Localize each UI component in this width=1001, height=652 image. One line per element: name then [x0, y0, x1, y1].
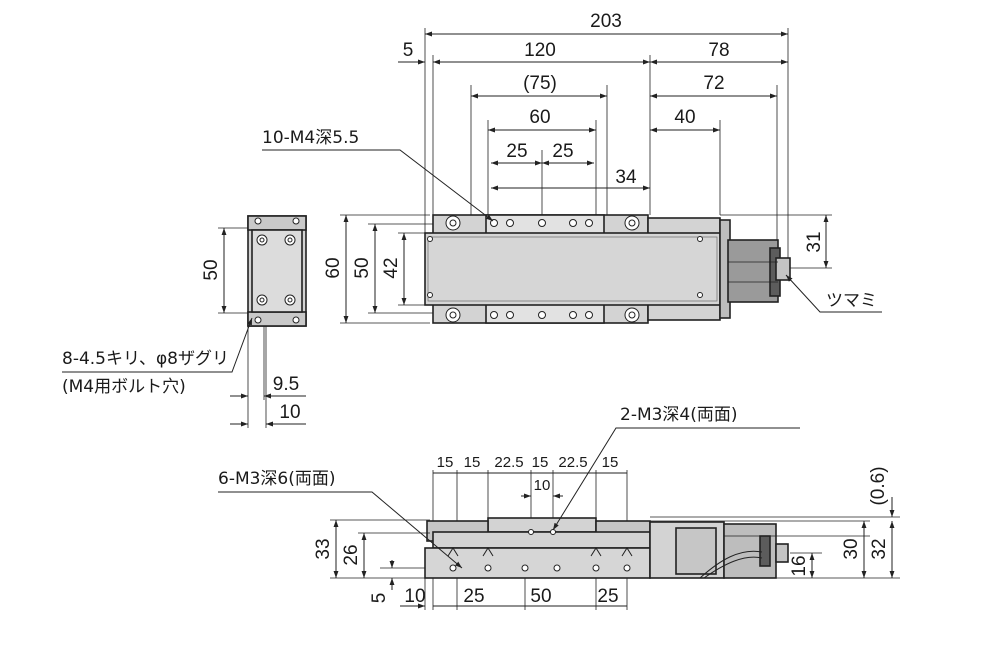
- label-knob: ツマミ: [826, 291, 877, 311]
- top-base: [424, 232, 721, 306]
- dim-203: 203: [590, 11, 622, 32]
- dim-78: 78: [708, 40, 729, 61]
- end-view: 50 9.5 10 8-4.5キリ、φ8ザグリ (M4用ボルト穴): [62, 215, 307, 428]
- side-dim-5: 5: [369, 593, 390, 604]
- dim-42v: 42: [381, 257, 402, 278]
- dim-5: 5: [403, 40, 414, 61]
- side-dim-15b: 15: [464, 454, 481, 471]
- label-8-4-5: 8-4.5キリ、φ8ザグリ: [62, 349, 229, 369]
- side-dim-15c: 15: [532, 454, 549, 471]
- side-dim-15a: 15: [437, 454, 454, 471]
- side-dim-15d: 15: [602, 454, 619, 471]
- label-6-m3: 6-M3深6(両面): [218, 469, 336, 489]
- dim-50v: 50: [352, 257, 373, 278]
- side-dim-30: 30: [841, 538, 862, 559]
- side-dim-26: 26: [341, 544, 362, 565]
- side-dim-33: 33: [313, 538, 334, 559]
- end-dim-50: 50: [201, 259, 222, 280]
- label-2-m3: 2-M3深4(両面): [620, 405, 738, 425]
- side-dim-22-5b: 22.5: [558, 454, 587, 471]
- label-10-m4: 10-M4深5.5: [262, 128, 359, 148]
- side-dim-b25b: 25: [597, 586, 618, 607]
- side-dim-32: 32: [869, 538, 890, 559]
- side-dim-0-6: (0.6): [868, 466, 889, 505]
- dim-34: 34: [615, 167, 637, 188]
- top-knob: [775, 257, 791, 281]
- end-dim-10: 10: [279, 402, 300, 423]
- dim-75: (75): [523, 73, 557, 94]
- dim-31v: 31: [804, 231, 825, 252]
- side-dim-16: 16: [789, 555, 810, 576]
- end-dim-9-5: 9.5: [273, 374, 299, 395]
- side-dim-b50: 50: [530, 586, 551, 607]
- dim-40: 40: [674, 107, 695, 128]
- dim-25b: 25: [552, 141, 573, 162]
- side-dim-22-5a: 22.5: [494, 454, 523, 471]
- side-view: 15 15 22.5 15 22.5 15 10: [218, 405, 900, 610]
- dim-120: 120: [524, 40, 556, 61]
- dim-60: 60: [529, 107, 550, 128]
- side-dim-b25a: 25: [463, 586, 484, 607]
- dim-25a: 25: [506, 141, 527, 162]
- top-view: 203 5 120 78 (75) 72 60 40 25 25 34 60 5…: [262, 11, 882, 324]
- side-carriage: [432, 531, 651, 549]
- dim-60v: 60: [323, 257, 344, 278]
- side-base: [424, 547, 651, 579]
- side-dim-10: 10: [534, 477, 551, 494]
- label-m4-bolt: (M4用ボルト穴): [62, 377, 186, 397]
- dim-72: 72: [703, 73, 724, 94]
- side-dim-b10: 10: [404, 586, 425, 607]
